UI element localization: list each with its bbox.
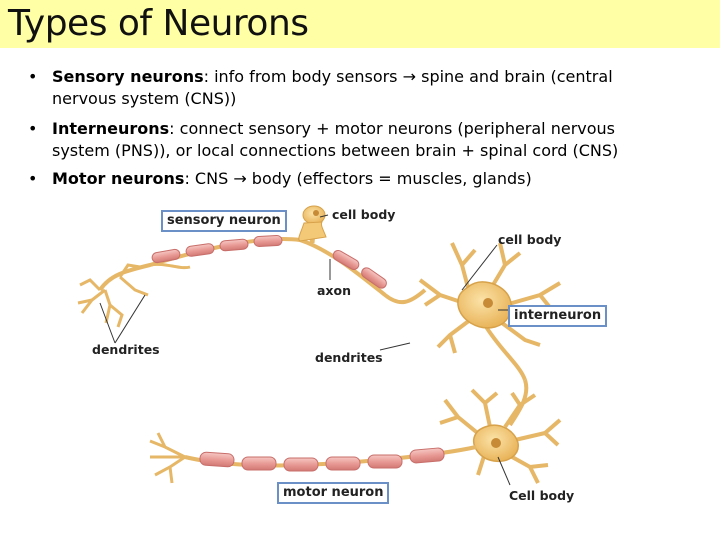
bullet-term: Sensory neurons bbox=[52, 67, 204, 86]
arrow-icon: → bbox=[233, 169, 247, 188]
leader-lines bbox=[99, 214, 511, 486]
bullet-text: system (PNS)), or local connections betw… bbox=[52, 141, 619, 160]
title-band bbox=[0, 0, 720, 48]
bullet-interneurons: Interneurons: connect sensory + motor ne… bbox=[52, 118, 662, 162]
cell-body-label: cell body bbox=[332, 207, 396, 222]
bullet-term: Motor neurons bbox=[52, 169, 185, 188]
cell-body-label: cell body bbox=[498, 232, 562, 247]
bullet-text: nervous system (CNS)) bbox=[52, 89, 237, 108]
arrow-icon: → bbox=[402, 67, 417, 86]
bullet-text: spine and brain (central bbox=[416, 67, 613, 86]
dendrites-label: dendrites bbox=[92, 342, 160, 357]
interneuron-label: interneuron bbox=[508, 305, 608, 327]
slide-title: Types of Neurons bbox=[8, 3, 309, 44]
bullet-motor: Motor neurons: CNS → body (effectors = m… bbox=[52, 168, 662, 190]
bullet-marker: • bbox=[28, 119, 38, 138]
axon-label: axon bbox=[317, 283, 351, 298]
interneuron-shape bbox=[418, 242, 562, 427]
bullet-text: : info from body sensors bbox=[203, 67, 403, 86]
neuron-diagram: sensory neuron cell body cell body axon … bbox=[0, 195, 720, 540]
bullet-text: : CNS bbox=[184, 169, 234, 188]
sensory-neuron-shape bbox=[77, 205, 427, 328]
bullet-sensory: Sensory neurons: info from body sensors … bbox=[52, 66, 662, 110]
bullet-marker: • bbox=[28, 169, 38, 188]
bullet-text: : connect sensory + motor neurons (perip… bbox=[169, 119, 616, 138]
motor-neuron-shape bbox=[149, 388, 562, 484]
dendrites-label: dendrites bbox=[315, 350, 383, 365]
sensory-neuron-label: sensory neuron bbox=[161, 210, 287, 232]
bullet-text: body (effectors = muscles, glands) bbox=[246, 169, 532, 188]
cell-body-label: Cell body bbox=[509, 488, 575, 503]
bullet-marker: • bbox=[28, 67, 38, 86]
motor-neuron-label: motor neuron bbox=[277, 482, 390, 504]
bullet-term: Interneurons bbox=[52, 119, 170, 138]
neuron-illustration bbox=[77, 205, 562, 486]
